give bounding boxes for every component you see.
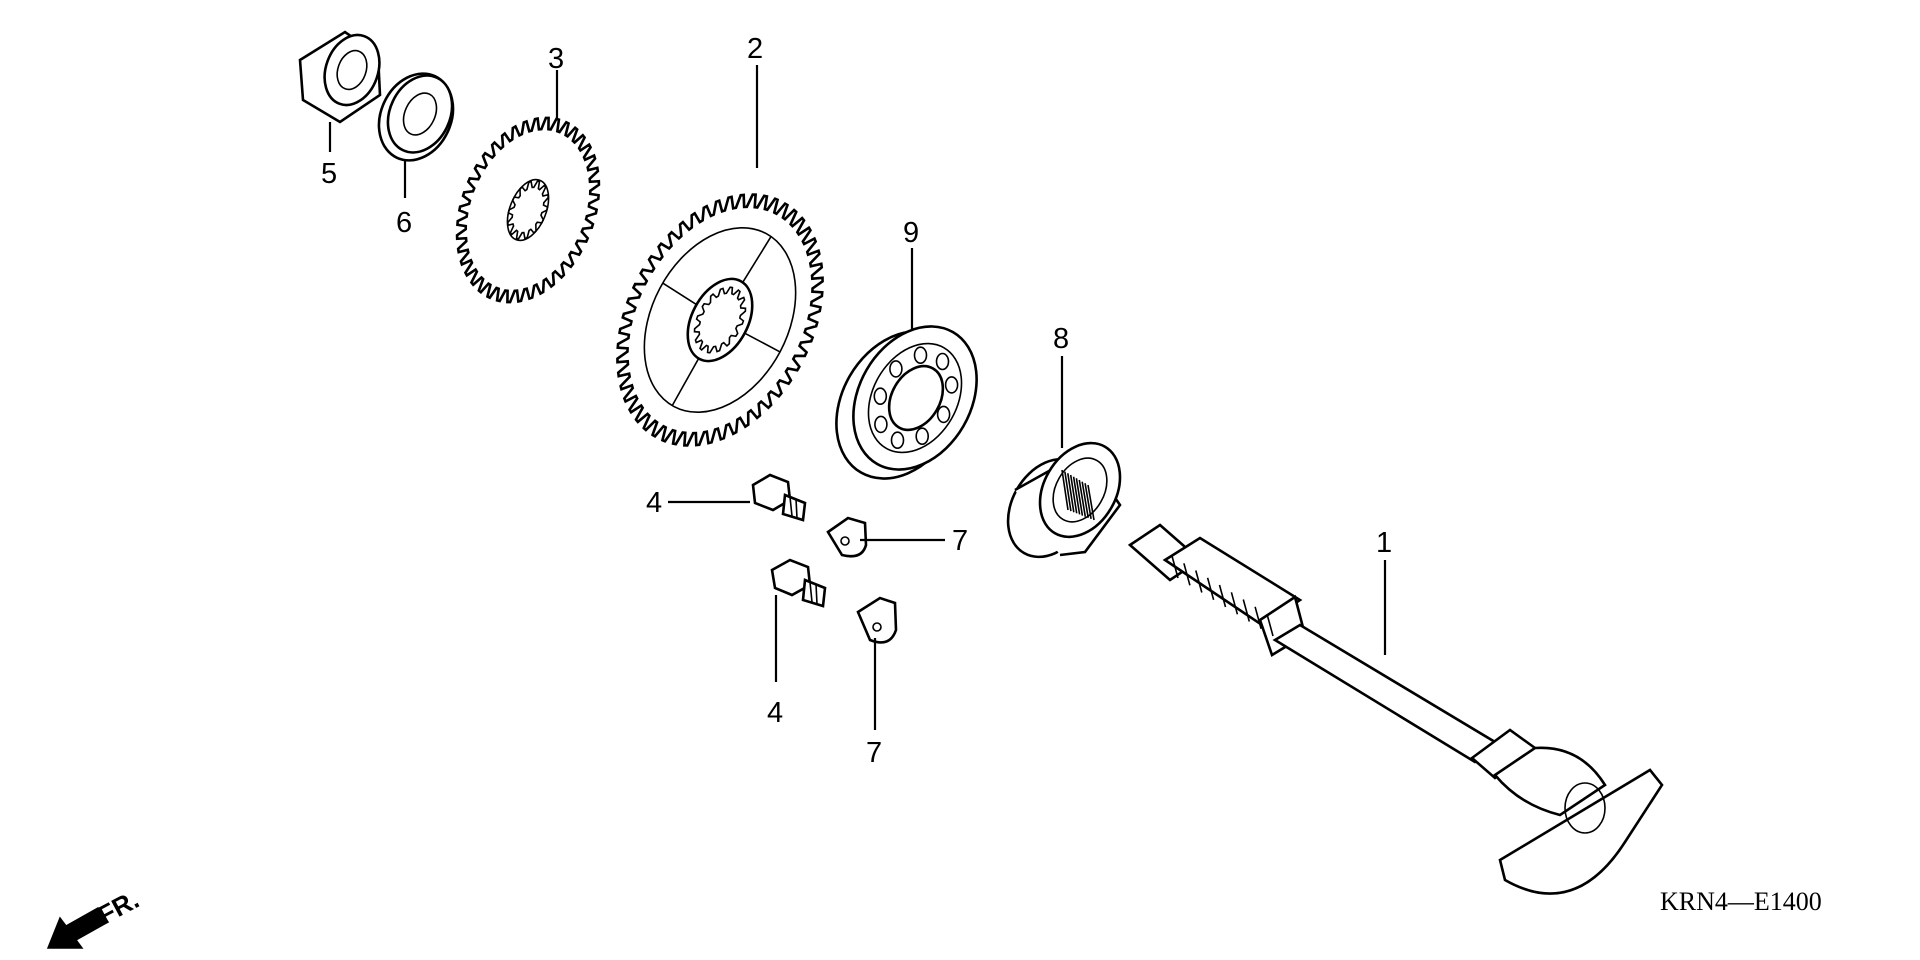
callout-2: 2 [747, 33, 763, 65]
diagram-code: KRN4—E1400 [1660, 887, 1822, 916]
gear-part-2 [616, 193, 824, 447]
nut-part-5 [298, 30, 382, 124]
leader-lines [328, 65, 1387, 730]
callout-9: 9 [903, 217, 919, 249]
needle-bearing-part-8 [1006, 441, 1122, 559]
shaft-part-1 [1127, 523, 1664, 895]
callout-8: 8 [1053, 323, 1069, 355]
clip-part-7-lower [856, 596, 898, 644]
callout-5: 5 [321, 158, 337, 190]
front-arrow-icon [46, 907, 110, 949]
callout-4-lower: 4 [767, 697, 783, 729]
callout-3: 3 [548, 43, 564, 75]
callout-7-upper: 7 [952, 525, 968, 557]
callout-4-upper: 4 [646, 487, 662, 519]
bolt-part-4-upper [751, 473, 807, 522]
front-direction-indicator: FR. [46, 884, 144, 949]
callout-7-lower: 7 [866, 737, 882, 769]
callout-1: 1 [1376, 527, 1392, 559]
clip-part-7-upper [826, 516, 868, 558]
gear-part-3 [455, 116, 601, 304]
bearing-part-9 [835, 325, 978, 480]
bolt-part-4-lower [770, 558, 827, 608]
washer-part-6 [377, 72, 455, 162]
callout-6: 6 [396, 207, 412, 239]
